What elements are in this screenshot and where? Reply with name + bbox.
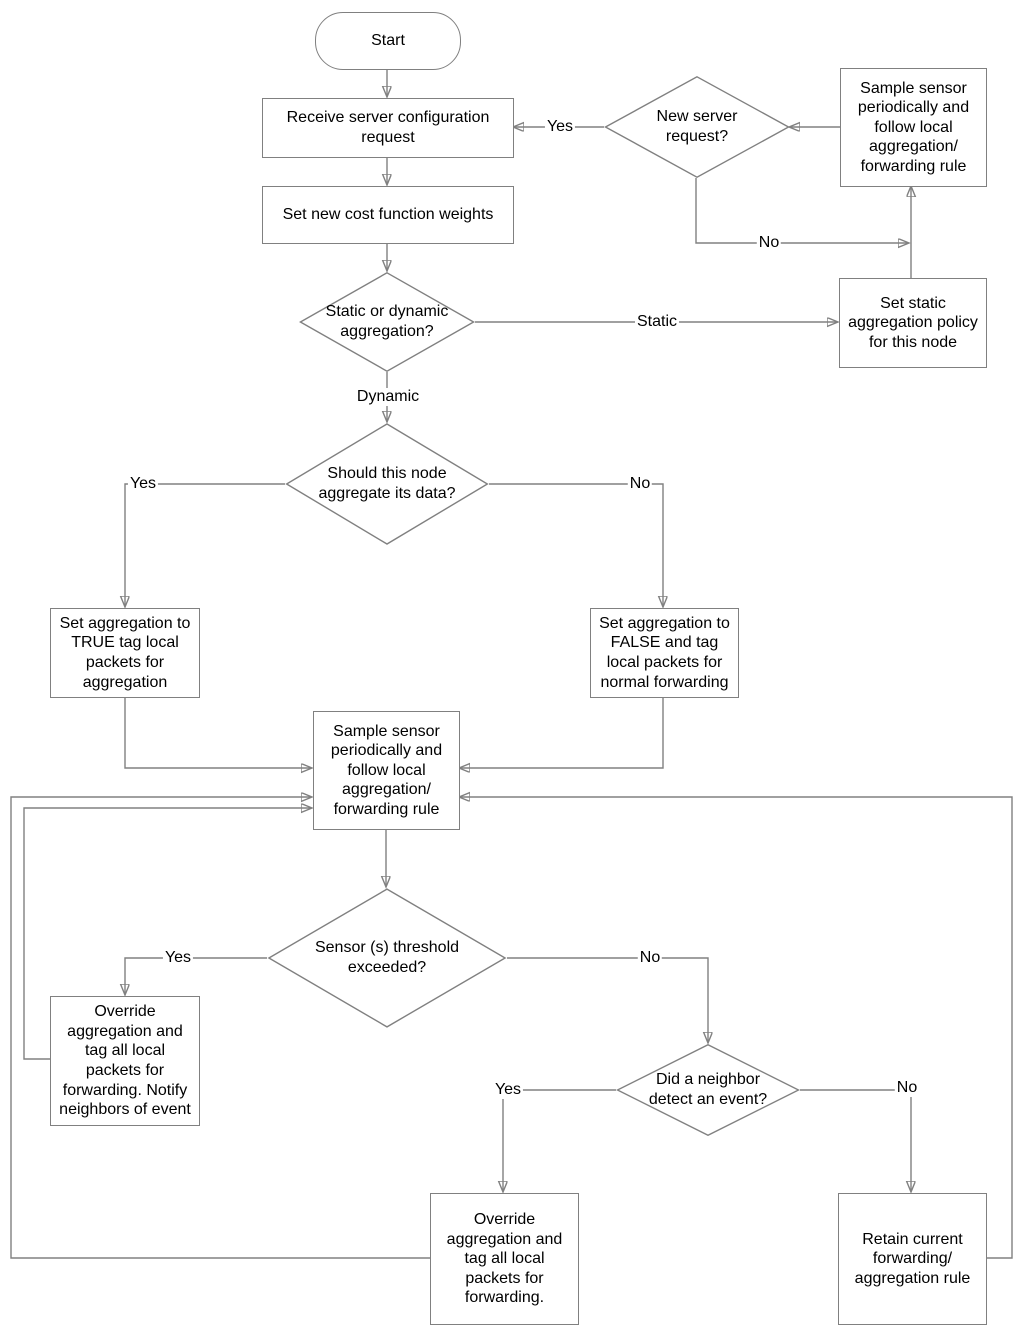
edge-threshold-no — [507, 957, 708, 1042]
node-receive-server-configuration-request: Receive server configuration request — [262, 98, 514, 158]
edge-neighbor-yes — [503, 1089, 616, 1191]
node-should-aggregate-label: Should this node aggregate its data? — [318, 465, 456, 502]
node-start: Start — [315, 12, 461, 70]
node-weights-label: Set new cost function weights — [282, 206, 494, 224]
node-threshold-label: Sensor (s) threshold exceeded? — [314, 939, 460, 976]
node-sample-top-label: Sample sensor periodically and follow lo… — [857, 79, 970, 175]
node-retain-current-rule: Retain current forwarding/ aggregation r… — [838, 1193, 987, 1325]
edge-label-static: Static — [634, 313, 680, 331]
edge-label-neighbor-no: No — [894, 1079, 920, 1097]
edge-should-aggregate-no — [489, 483, 663, 606]
node-set-static-label: Set static aggregation policy for this n… — [848, 294, 978, 351]
node-retain-label: Retain current forwarding/ aggregation r… — [854, 1230, 971, 1287]
diamond-shape — [299, 272, 475, 372]
diamond-shape — [604, 76, 790, 178]
node-override-aggregation-forward: Override aggregation and tag all local p… — [430, 1193, 579, 1325]
node-receive-label: Receive server configuration request — [286, 109, 490, 146]
edge-retain-loop — [460, 797, 1013, 1259]
node-new-server-request-decision: New server request? — [604, 76, 790, 178]
edge-label-new-server-yes: Yes — [544, 118, 576, 136]
node-override-aggregation-notify: Override aggregation and tag all local p… — [50, 996, 200, 1126]
edge-should-aggregate-yes — [125, 483, 285, 606]
edge-label-threshold-no: No — [637, 949, 663, 967]
node-static-dynamic-label: Static or dynamic aggregation? — [325, 303, 449, 340]
node-sample-mid-label: Sample sensor periodically and follow lo… — [330, 722, 443, 818]
node-sample-sensor-mid: Sample sensor periodically and follow lo… — [313, 711, 460, 830]
edge-label-new-server-no: No — [756, 234, 782, 252]
node-set-true-label: Set aggregation to TRUE tag local packet… — [59, 614, 191, 691]
edge-label-threshold-yes: Yes — [162, 949, 194, 967]
node-override-notify-label: Override aggregation and tag all local p… — [59, 1003, 191, 1119]
node-set-aggregation-true: Set aggregation to TRUE tag local packet… — [50, 608, 200, 698]
node-new-server-label: New server request? — [656, 108, 738, 145]
node-neighbor-label: Did a neighbor detect an event? — [648, 1071, 768, 1108]
edge-override-notify-loop — [23, 808, 311, 1060]
node-set-static-aggregation-policy: Set static aggregation policy for this n… — [839, 278, 987, 368]
diamond-shape — [285, 423, 489, 545]
edge-label-dynamic: Dynamic — [354, 388, 422, 406]
diamond-shape — [267, 888, 507, 1028]
node-set-new-cost-function-weights: Set new cost function weights — [262, 186, 514, 244]
node-static-or-dynamic-decision: Static or dynamic aggregation? — [299, 272, 475, 372]
diamond-shape — [616, 1044, 800, 1136]
node-set-aggregation-false: Set aggregation to FALSE and tag local p… — [590, 608, 739, 698]
node-sample-sensor-top: Sample sensor periodically and follow lo… — [840, 68, 987, 187]
edge-set-true-to-sample-mid — [124, 696, 311, 768]
node-neighbor-event-decision: Did a neighbor detect an event? — [616, 1044, 800, 1136]
node-override-forward-label: Override aggregation and tag all local p… — [446, 1211, 563, 1307]
node-should-aggregate-decision: Should this node aggregate its data? — [285, 423, 489, 545]
edge-override-forward-loop — [10, 797, 430, 1259]
edge-new-server-no — [695, 178, 908, 243]
edge-threshold-yes — [125, 957, 267, 994]
node-sensor-threshold-decision: Sensor (s) threshold exceeded? — [267, 888, 507, 1028]
edge-label-aggregate-no: No — [627, 475, 653, 493]
edge-neighbor-no — [800, 1089, 911, 1191]
edge-set-false-to-sample-mid — [460, 696, 664, 768]
edge-label-neighbor-yes: Yes — [492, 1081, 524, 1099]
edge-label-aggregate-yes: Yes — [127, 475, 159, 493]
node-start-label: Start — [371, 32, 405, 50]
node-set-false-label: Set aggregation to FALSE and tag local p… — [599, 614, 730, 691]
